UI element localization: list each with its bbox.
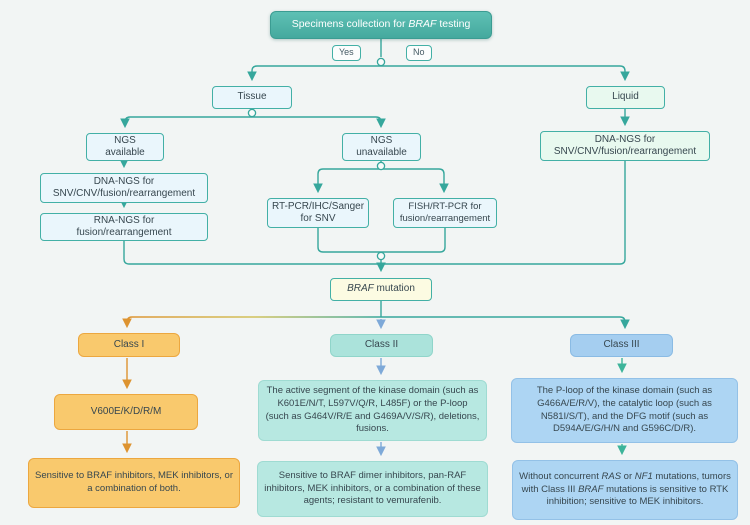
braf-mutation-label: BRAF mutation [347, 283, 415, 295]
class-iii-therapy-text: Without concurrent RAS or NF1 mutations,… [519, 471, 731, 508]
ngs-available-label: NGS available [105, 134, 145, 159]
liquid-node: Liquid [586, 86, 665, 109]
class-ii-node: Class II [330, 334, 433, 357]
fish-node: FISH/RT-PCR for fusion/rearrangement [393, 198, 497, 228]
dna-ngs-liquid-node: DNA-NGS for SNV/CNV/fusion/rearrangement [540, 131, 710, 161]
dna-ngs-tissue-label: DNA-NGS for SNV/CNV/fusion/rearrangement [52, 175, 196, 200]
class-i-label: Class I [113, 338, 145, 350]
braf-mutation-node: BRAF mutation [330, 278, 432, 301]
class-ii-description-text: The active segment of the kinase domain … [265, 385, 480, 435]
dna-ngs-tissue-node: DNA-NGS for SNV/CNV/fusion/rearrangement [40, 173, 208, 203]
class-iii-description-node: The P-loop of the kinase domain (such as… [511, 378, 738, 443]
ngs-unavailable-node: NGS unavailable [342, 133, 421, 161]
class-i-mutations-node: V600E/K/D/R/M [54, 394, 198, 430]
dna-ngs-liquid-label: DNA-NGS for SNV/CNV/fusion/rearrangement [553, 133, 697, 158]
ngs-available-node: NGS available [86, 133, 164, 161]
rna-ngs-node: RNA-NGS for fusion/rearrangement [40, 213, 208, 241]
rna-ngs-label: RNA-NGS for fusion/rearrangement [76, 214, 172, 239]
class-ii-description-node: The active segment of the kinase domain … [258, 380, 487, 441]
class-i-mutations-label: V600E/K/D/R/M [90, 405, 162, 417]
yes-label: Yes [332, 45, 361, 61]
class-ii-label: Class II [364, 339, 399, 351]
rt-pcr-node: RT-PCR/IHC/Sanger for SNV [267, 198, 369, 228]
root-node-label: Specimens collection for BRAF testing [291, 18, 471, 31]
class-ii-therapy-node: Sensitive to BRAF dimer inhibitors, pan-… [257, 461, 488, 517]
ngs-unavailable-label: NGS unavailable [356, 134, 407, 159]
rt-pcr-label: RT-PCR/IHC/Sanger for SNV [271, 200, 365, 225]
tissue-node: Tissue [212, 86, 292, 109]
fish-label: FISH/RT-PCR for fusion/rearrangement [399, 201, 491, 224]
no-label: No [406, 45, 432, 61]
class-iii-description-text: The P-loop of the kinase domain (such as… [536, 385, 713, 435]
class-iii-node: Class III [570, 334, 673, 357]
liquid-node-label: Liquid [612, 91, 639, 103]
tissue-node-label: Tissue [237, 91, 267, 103]
class-iii-label: Class III [603, 339, 640, 351]
class-i-node: Class I [78, 333, 180, 357]
class-iii-therapy-node: Without concurrent RAS or NF1 mutations,… [512, 460, 738, 520]
class-i-therapy-text: Sensitive to BRAF inhibitors, MEK inhibi… [35, 470, 233, 494]
root-node: Specimens collection for BRAF testing [270, 11, 492, 39]
class-i-therapy-node: Sensitive to BRAF inhibitors, MEK inhibi… [28, 458, 240, 508]
class-ii-therapy-text: Sensitive to BRAF dimer inhibitors, pan-… [264, 470, 481, 507]
